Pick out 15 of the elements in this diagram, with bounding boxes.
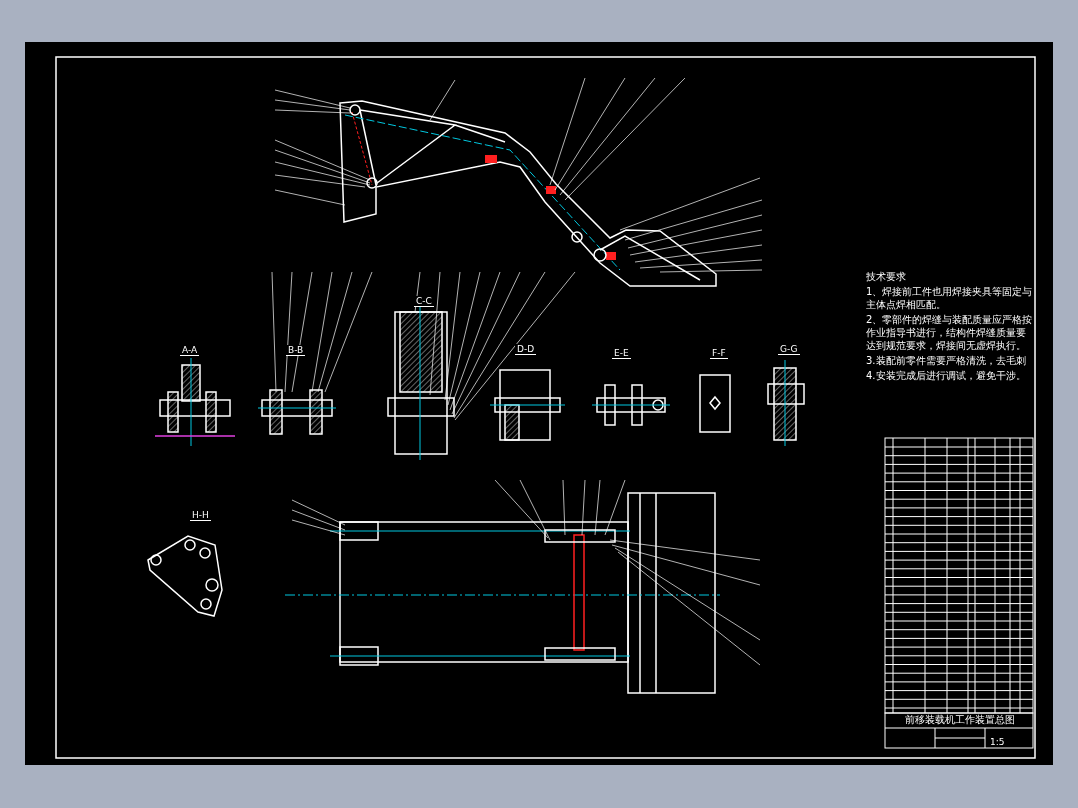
section-label: E-E (612, 348, 631, 359)
section-label: H-H (190, 510, 211, 521)
section-label: C-C (414, 296, 434, 307)
note-heading: 技术要求 (866, 270, 907, 283)
note-text: 2、零部件的焊缝与装配质量应严格按作业指导书进行，结构件焊缝质量要达到规范要求，焊接间无虚焊执行。 (866, 313, 1034, 352)
drawing-title: 前移装载机工作装置总图 (905, 714, 1015, 725)
section-label: A-A (180, 345, 200, 356)
section-label: B-B (286, 345, 306, 356)
section-label: D-D (515, 344, 537, 355)
section-label: F-F (710, 348, 728, 359)
note-text: 3.装配前零件需要严格清洗，去毛刺 (866, 354, 1027, 367)
scale-text: 1:5 (990, 737, 1005, 748)
note-text: 1、焊接前工件也用焊接夹具等固定与主体点焊相匹配。 (866, 285, 1034, 311)
note-text: 4.安装完成后进行调试，避免干涉。 (866, 369, 1027, 382)
section-label: G-G (778, 344, 800, 355)
